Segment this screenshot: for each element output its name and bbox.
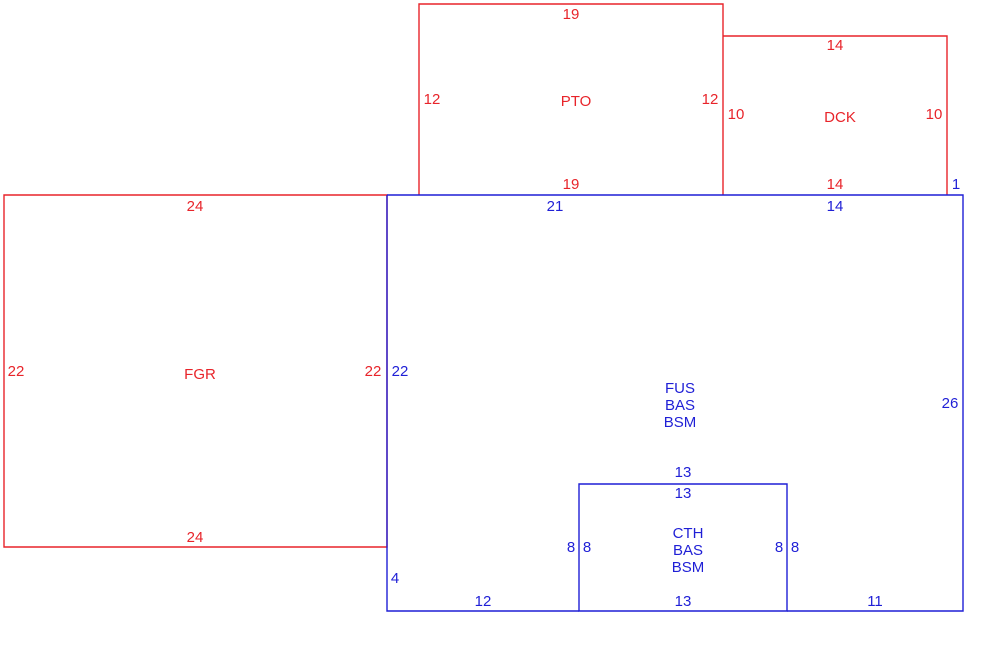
dck-dim-top: 14 — [827, 37, 844, 54]
main-label-line-2: BAS — [665, 397, 695, 414]
cth-dim-top: 13 — [675, 485, 692, 502]
pto-outline — [418, 3, 724, 195]
cth-label-line-2: BAS — [673, 542, 703, 559]
fgr-dim-bottom: 24 — [187, 529, 204, 546]
pto-dim-bottom: 19 — [563, 176, 580, 193]
fgr-dim-right: 22 — [365, 363, 382, 380]
main-dim-top-corner: 1 — [952, 176, 960, 193]
main-dim-left: 22 — [392, 363, 409, 380]
main-area: 21 14 1 22 26 FUS BAS BSM 13 4 12 11 — [386, 176, 964, 612]
cth-dim-outer-left: 8 — [567, 539, 575, 556]
cth-dim-outer-right: 8 — [791, 539, 799, 556]
cth-dim-inner-right: 8 — [775, 539, 783, 556]
main-dim-top-right: 14 — [827, 198, 844, 215]
dck-dim-right: 10 — [926, 106, 943, 123]
main-dim-inner-top: 13 — [675, 464, 692, 481]
main-label-line-1: FUS — [665, 380, 695, 397]
dck-dim-bottom: 14 — [827, 176, 844, 193]
main-dim-top-left: 21 — [547, 198, 564, 215]
cth-dim-bottom: 13 — [675, 593, 692, 610]
dck-dim-left: 10 — [728, 106, 745, 123]
fgr-dim-top: 24 — [187, 198, 204, 215]
cth-outline — [578, 483, 788, 612]
cth-label-line-1: CTH — [673, 525, 704, 542]
pto-dim-left: 12 — [424, 91, 441, 108]
pto-dim-right: 12 — [702, 91, 719, 108]
dck-label: DCK — [824, 109, 856, 126]
main-dim-bottom-left: 12 — [475, 593, 492, 610]
fgr-area: 24 22 FGR 22 24 — [3, 194, 388, 548]
cth-label-line-3: BSM — [672, 559, 705, 576]
main-outline — [386, 194, 964, 612]
main-dim-right: 26 — [942, 395, 959, 412]
fgr-label: FGR — [184, 366, 216, 383]
pto-label: PTO — [561, 93, 592, 110]
main-dim-bottom-right: 11 — [867, 593, 883, 610]
pto-dim-top: 19 — [563, 6, 580, 23]
cth-area: 13 8 8 CTH BAS BSM 8 8 13 — [567, 483, 799, 612]
cth-dim-inner-left: 8 — [583, 539, 591, 556]
dck-outline — [723, 35, 948, 195]
pto-area: 19 12 PTO 12 19 — [418, 3, 724, 195]
main-dim-small-left: 4 — [391, 570, 399, 587]
main-label-line-3: BSM — [664, 414, 697, 431]
fgr-dim-left: 22 — [8, 363, 25, 380]
dck-area: 14 10 DCK 10 14 — [723, 35, 948, 195]
